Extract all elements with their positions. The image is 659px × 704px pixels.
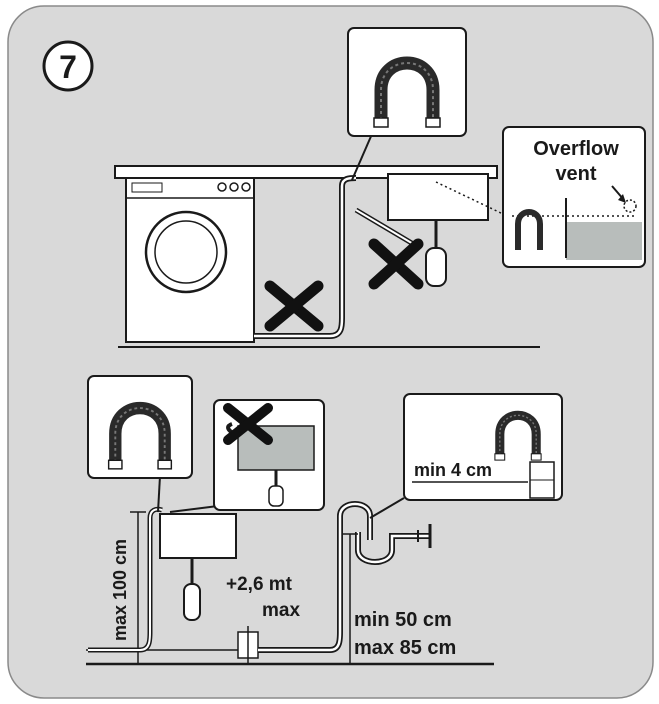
inset-min-4cm: min 4 cm bbox=[369, 393, 563, 519]
dimension-max-100cm: max 100 cm bbox=[110, 511, 146, 664]
cross-icon-sink bbox=[223, 403, 273, 445]
cross-icon-floor bbox=[264, 280, 324, 332]
step-badge: 7 bbox=[42, 40, 94, 92]
siphon-trap bbox=[355, 524, 432, 565]
min-4cm-label: min 4 cm bbox=[414, 460, 492, 480]
background-panel bbox=[7, 5, 654, 699]
hose-extension: +2,6 mt max bbox=[226, 574, 300, 664]
max-85cm-label: max 85 cm bbox=[354, 637, 456, 659]
max-100cm-label: max 100 cm bbox=[110, 539, 130, 641]
overflow-label-line1: Overflow bbox=[533, 138, 619, 160]
inset-wrong-sink bbox=[169, 399, 325, 513]
washing-machine bbox=[125, 177, 255, 343]
extension-label-line1: +2,6 mt bbox=[226, 574, 293, 595]
sink-bottom bbox=[159, 513, 237, 621]
dimension-min50-max85: min 50 cm max 85 cm bbox=[342, 533, 456, 664]
inset-hose-bottom-left bbox=[87, 375, 193, 513]
step-number: 7 bbox=[59, 49, 77, 85]
overflow-label-line2: vent bbox=[555, 163, 596, 185]
overflow-leader bbox=[435, 181, 504, 215]
min-50cm-label: min 50 cm bbox=[354, 609, 452, 631]
cross-icon-siphon bbox=[368, 238, 424, 290]
sink-top bbox=[354, 173, 489, 287]
inset-hose-top bbox=[347, 27, 467, 181]
extension-label-line2: max bbox=[262, 600, 300, 621]
overflow-vent-icon bbox=[623, 199, 637, 213]
small-hose-icon bbox=[515, 209, 543, 250]
inset-overflow-vent: Overflow vent bbox=[502, 126, 646, 268]
